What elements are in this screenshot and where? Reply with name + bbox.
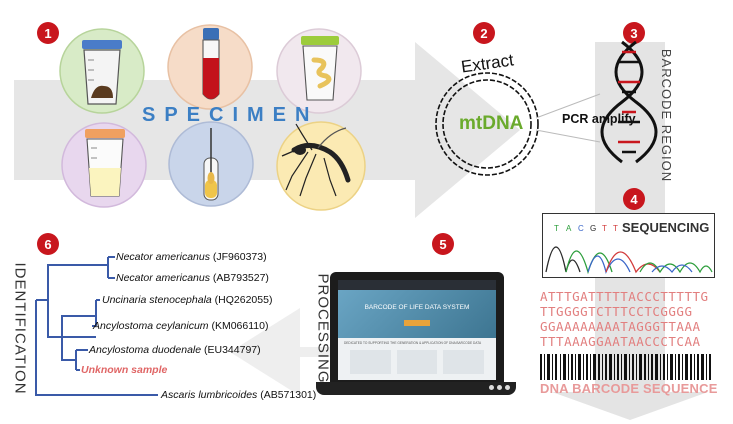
sequence-line: TTTAAAGGAATAACCCTCAA [540, 334, 701, 349]
website-navbar [338, 280, 496, 290]
taxon-accession: (AB793527) [212, 272, 269, 284]
tree-taxon: Necator americanus (JF960373) [116, 251, 267, 263]
laptop-base [316, 382, 516, 395]
taxon-accession: (HQ262055) [214, 294, 273, 306]
barcode-caption: DNA BARCODE SEQUENCE [540, 381, 718, 396]
sequence-line: ATTTGATTTTTACCCTTTTTG [540, 289, 709, 304]
tree-taxon: Ancylostoma ceylanicum (KM066110) [93, 320, 268, 332]
website-tagline: DEDICATED TO SUPPORTING THE GENERATION &… [344, 341, 482, 345]
mosquito-sample-icon [276, 121, 366, 211]
sequence-line: TTGGGGTCTTTCCTCGGGG [540, 304, 693, 319]
website-hero-title: BARCODE OF LIFE DATA SYSTEM [364, 304, 470, 311]
step-badge-5: 5 [432, 233, 454, 255]
urine-sample-icon [61, 122, 147, 208]
blood-sample-icon [167, 24, 253, 110]
chromatogram-base: A [566, 224, 572, 233]
chromatogram-base: T [602, 224, 607, 233]
taxon-name: Necator americanus [116, 272, 210, 284]
swab-sample-icon [168, 121, 254, 207]
taxon-accession: (AB571301) [260, 389, 317, 401]
taxon-accession: (EU344797) [204, 344, 261, 356]
chromatogram-base: T [613, 224, 618, 233]
taxon-name: Ancylostoma ceylanicum [93, 320, 209, 332]
stool-sample-icon [59, 28, 145, 114]
sequencing-label: SEQUENCING [622, 220, 710, 235]
tree-taxon-unknown: Unknown sample [81, 364, 167, 376]
step-badge-4: 4 [623, 188, 645, 210]
taxon-accession: (KM066110) [211, 320, 269, 332]
chromatogram-base: C [578, 224, 584, 233]
worm-sample-icon [276, 28, 362, 114]
website-feature-row [338, 348, 496, 376]
step-badge-2: 2 [473, 22, 495, 44]
website-hero: BARCODE OF LIFE DATA SYSTEM [338, 290, 496, 338]
specimen-label: SPECIMEN [142, 104, 319, 126]
taxon-name: Uncinaria stenocephala [102, 294, 212, 306]
dna-sequence-block: ATTTGATTTTTACCCTTTTTG TTGGGGTCTTTCCTCGGG… [540, 289, 709, 349]
website-screen: BARCODE OF LIFE DATA SYSTEM DEDICATED TO… [338, 280, 496, 380]
chromatogram-base: G [590, 224, 597, 233]
step-badge-1: 1 [37, 22, 59, 44]
website-hero-button[interactable] [404, 320, 430, 326]
mtdna-label: mtDNA [459, 113, 524, 134]
laptop-base-dots [489, 385, 511, 391]
taxon-name: Necator americanus [116, 251, 210, 263]
pcr-amplify-label: PCR amplify [562, 112, 636, 126]
taxon-name: Unknown sample [81, 364, 168, 376]
step-badge-3: 3 [623, 22, 645, 44]
tree-taxon: Ascaris lumbricoides (AB571301) [161, 389, 316, 401]
tree-taxon: Necator americanus (AB793527) [116, 272, 269, 284]
chromatogram-box [542, 213, 715, 278]
taxon-name: Ascaris lumbricoides [161, 389, 258, 401]
taxon-accession: (JF960373) [212, 251, 267, 263]
step-badge-6: 6 [37, 233, 59, 255]
chromatogram-base: T [554, 224, 559, 233]
sequence-line: GGAAAAAAAATAGGGTTAAA [540, 319, 701, 334]
taxon-name: Ancylostoma duodenale [89, 344, 202, 356]
tree-taxon: Uncinaria stenocephala (HQ262055) [102, 294, 272, 306]
tree-taxon: Ancylostoma duodenale (EU344797) [89, 344, 261, 356]
